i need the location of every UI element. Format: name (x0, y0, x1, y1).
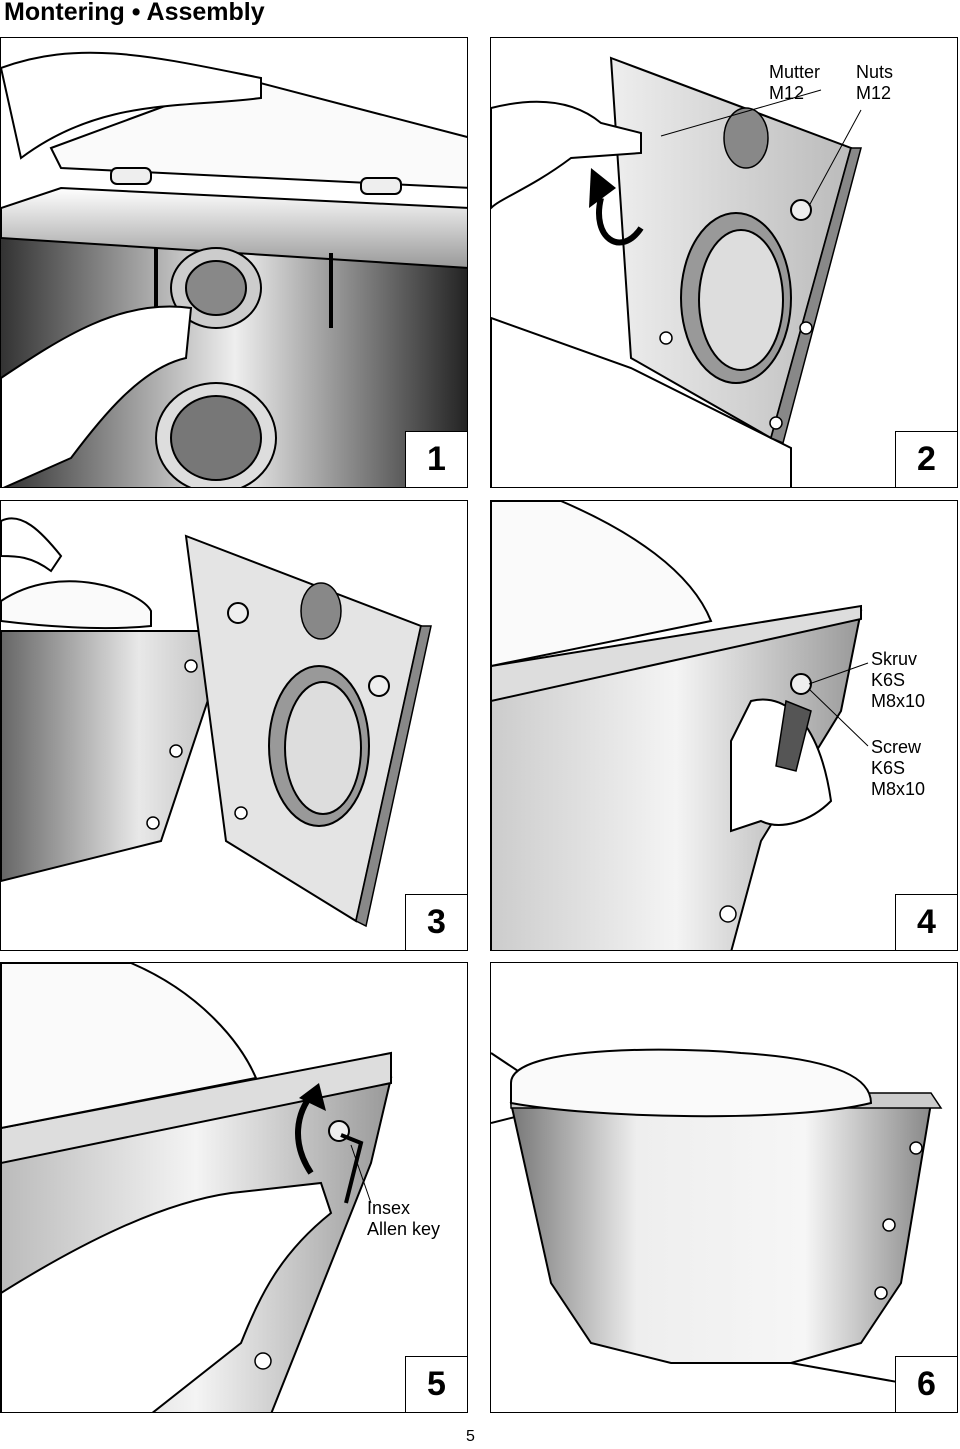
screw-label-swedish: Skruv K6S M8x10 (871, 649, 926, 711)
page-title: Montering • Assembly (4, 0, 265, 26)
step-6-panel: 6 (490, 962, 958, 1413)
step-number: 4 (895, 894, 957, 950)
screw-label-english: Screw K6S M8x10 (871, 737, 926, 799)
step-number: 5 (405, 1356, 467, 1412)
step-3-illustration (1, 517, 432, 928)
step-5-panel: Insex Allen key 5 (0, 962, 468, 1413)
nut-label-english: Nuts M12 (856, 62, 894, 103)
step-2-panel: Mutter M12 Nuts M12 2 (490, 37, 958, 488)
step-number: 6 (895, 1356, 957, 1412)
step-5-illustration (1, 963, 393, 1412)
step-1-illustration (1, 51, 467, 487)
step-number: 1 (405, 431, 467, 487)
step-6-illustration (491, 1048, 957, 1394)
nut-label-swedish: Mutter M12 (769, 62, 821, 103)
step-4-panel: Skruv K6S M8x10 Screw K6S M8x10 4 (490, 500, 958, 951)
step-1-panel: 1 (0, 37, 468, 488)
step-number: 3 (405, 894, 467, 950)
step-4-illustration (491, 501, 869, 950)
allen-key-label: Insex Allen key (367, 1198, 441, 1239)
step-2-illustration (491, 56, 862, 487)
page-number: 5 (466, 1428, 475, 1445)
step-3-panel: 3 (0, 500, 468, 951)
step-number: 2 (895, 431, 957, 487)
